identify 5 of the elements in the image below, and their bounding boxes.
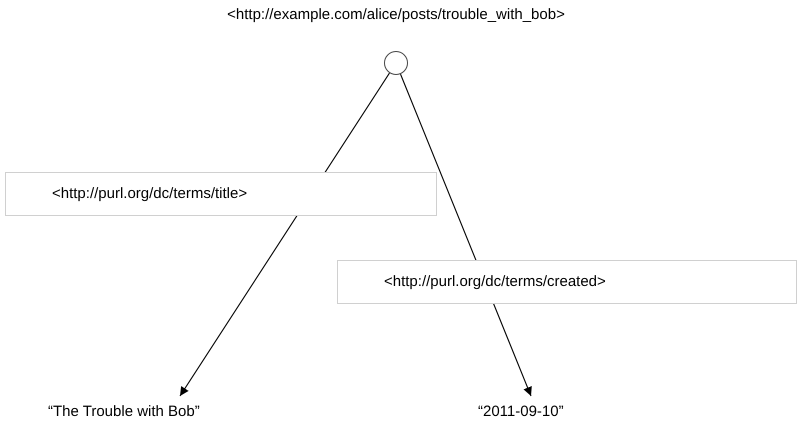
literal-text: “2011-09-10” [478, 401, 564, 424]
edge-label: <http://purl.org/dc/terms/created> [337, 260, 797, 304]
literal-text: “The Trouble with Bob” [48, 401, 200, 424]
node-label: <http://example.com/alice/posts/trouble_with_bob> [226, 5, 566, 25]
edge-label: <http://purl.org/dc/terms/title> [5, 172, 437, 216]
